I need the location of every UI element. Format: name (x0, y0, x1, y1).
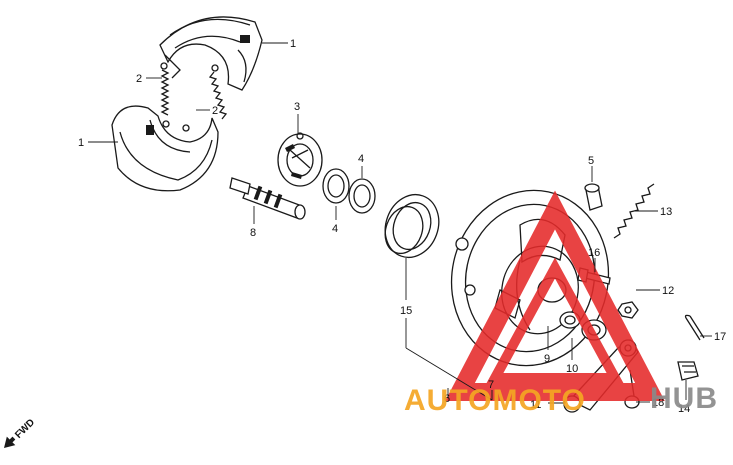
callout-8: 8 (250, 227, 256, 239)
wear-indicator-plate (277, 132, 323, 187)
callout-labels: 1 1 2 2 3 4 4 5 6 7 8 9 10 11 12 13 14 1… (78, 38, 726, 415)
shoe-spring-right (182, 64, 228, 132)
callout-4-rear: 4 (358, 153, 364, 165)
callout-9: 9 (544, 353, 550, 365)
grease-fitting (584, 183, 603, 211)
callout-3: 3 (294, 101, 300, 113)
callout-5: 5 (588, 155, 594, 167)
callout-6: 6 (444, 393, 450, 405)
brake-shoe-upper (159, 16, 263, 91)
brake-shoe-lower (111, 105, 219, 192)
callout-18: 18 (652, 397, 664, 409)
callout-12: 12 (662, 285, 674, 297)
callout-16: 16 (588, 247, 600, 259)
shoe-spring-left (160, 62, 170, 128)
washer-rear (348, 178, 376, 214)
watermark-automoto: AUTOMOTO (404, 384, 586, 417)
fwd-label: FWD (13, 417, 37, 441)
watermark-hub: HUB (650, 382, 718, 415)
watermark-logo (445, 190, 665, 401)
nut (617, 301, 639, 319)
watermark-text: AUTOMOTO HUB (404, 382, 718, 417)
callout-4-front: 4 (332, 223, 338, 235)
fwd-indicator: FWD (4, 417, 37, 448)
fwd-arrow-icon (4, 436, 16, 448)
callout-13: 13 (660, 206, 672, 218)
callout-2-left: 2 (136, 73, 142, 85)
dust-seal (384, 193, 440, 259)
leader-lines (88, 42, 712, 404)
cotter-pin (684, 314, 705, 341)
adjusting-nut (677, 361, 699, 381)
callout-17: 17 (714, 331, 726, 343)
callout-10: 10 (566, 363, 578, 375)
brake-cam (229, 177, 306, 220)
callout-1-upper: 1 (290, 38, 296, 50)
callout-1-lower: 1 (78, 137, 84, 149)
callout-2-right: 2 (212, 105, 218, 117)
callout-14: 14 (678, 403, 690, 415)
callout-7: 7 (488, 379, 494, 391)
callout-11: 11 (530, 399, 541, 411)
washer-front (322, 168, 350, 204)
callout-15: 15 (400, 305, 412, 317)
